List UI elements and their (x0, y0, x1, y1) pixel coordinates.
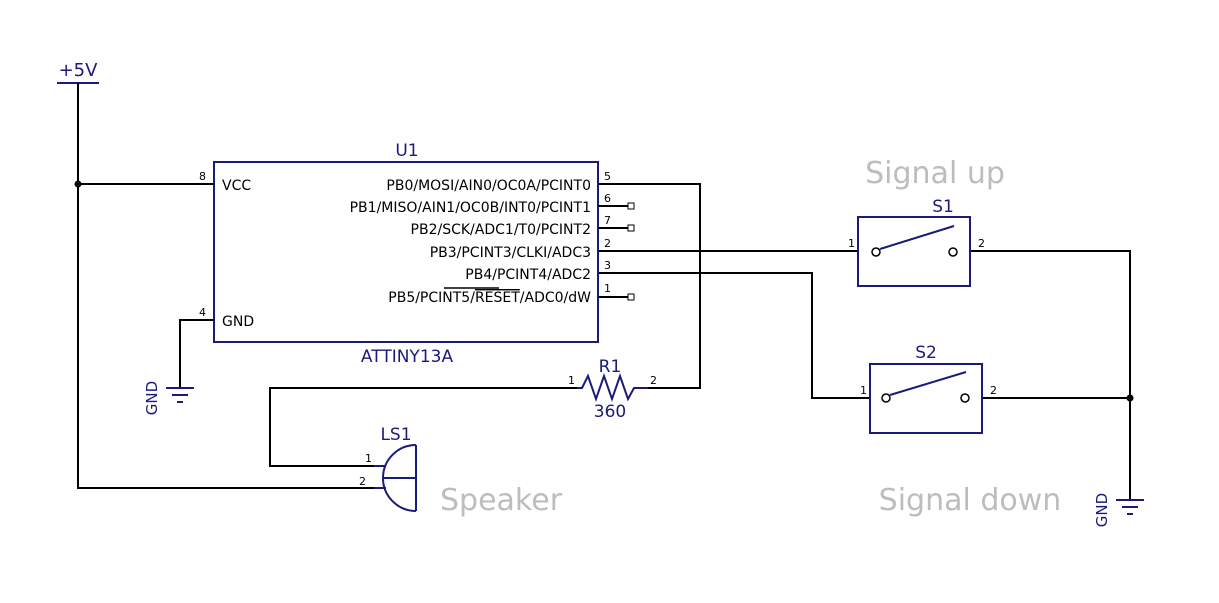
pin-name: PB1/MISO/AIN1/OC0B/INT0/PCINT1 (350, 200, 591, 216)
pin-number: 2 (990, 384, 997, 397)
r1-value: 360 (594, 402, 626, 422)
pin-name: PB0/MOSI/AIN0/OC0A/PCINT0 (386, 178, 591, 194)
s2-label: Signal down (879, 483, 1062, 518)
pin-name: PB5/PCINT5/RESET/ADC0/dW (388, 290, 591, 306)
r1-ref: R1 (599, 357, 622, 377)
pin-name: PB3/PCINT3/CLKI/ADC3 (430, 245, 591, 261)
s2-ref: S2 (915, 343, 937, 363)
switch-s1: Signal up S1 1 2 (848, 156, 1005, 287)
junction-dot (74, 180, 82, 188)
pin-number: 7 (604, 214, 611, 227)
pin-number: 1 (848, 237, 855, 250)
u1-ref: U1 (395, 141, 418, 161)
pin-number: 2 (650, 374, 657, 387)
power-label: +5V (59, 60, 99, 81)
pin-number: 1 (365, 452, 372, 465)
u1-attiny13a: U1 ATTINY13A 8 VCC 4 GND PB0/MOSI/AIN0/O… (199, 141, 635, 367)
pin-number: 2 (978, 237, 985, 250)
speaker-label: Speaker (440, 483, 563, 518)
junction-dot (1126, 394, 1134, 402)
pin-name: PB4/PCINT4/ADC2 (465, 267, 591, 283)
pin-name: PB2/SCK/ADC1/T0/PCINT2 (411, 222, 591, 238)
pin-name: VCC (222, 178, 251, 194)
pin-number: 6 (604, 192, 611, 205)
pin-number: 1 (860, 384, 867, 397)
gnd-symbol-switches: GND (1093, 493, 1144, 527)
gnd-symbol-u1: GND (143, 381, 194, 415)
switch-s2: S2 1 2 Signal down (860, 343, 1061, 518)
pin-name: GND (222, 314, 254, 330)
pin-number: 8 (199, 170, 206, 183)
pin-number: 3 (604, 259, 611, 272)
pin-number: 5 (604, 170, 611, 183)
nc-pins (598, 202, 635, 301)
power-5v: +5V (57, 60, 99, 84)
s1-ref: S1 (932, 197, 954, 217)
speaker-ls1: LS1 1 2 Speaker (359, 425, 563, 518)
gnd-label: GND (1093, 493, 1111, 527)
u1-value: ATTINY13A (361, 347, 454, 367)
ls1-ref: LS1 (380, 425, 411, 445)
wires (74, 83, 1134, 500)
pin-number: 2 (359, 475, 366, 488)
pin-number: 2 (604, 237, 611, 250)
gnd-label: GND (143, 381, 161, 415)
pin-number: 4 (199, 306, 206, 319)
s1-label: Signal up (865, 156, 1005, 191)
resistor-r1: R1 1 2 360 (568, 357, 657, 422)
pin-number: 1 (604, 282, 611, 295)
pin-number: 1 (568, 374, 575, 387)
